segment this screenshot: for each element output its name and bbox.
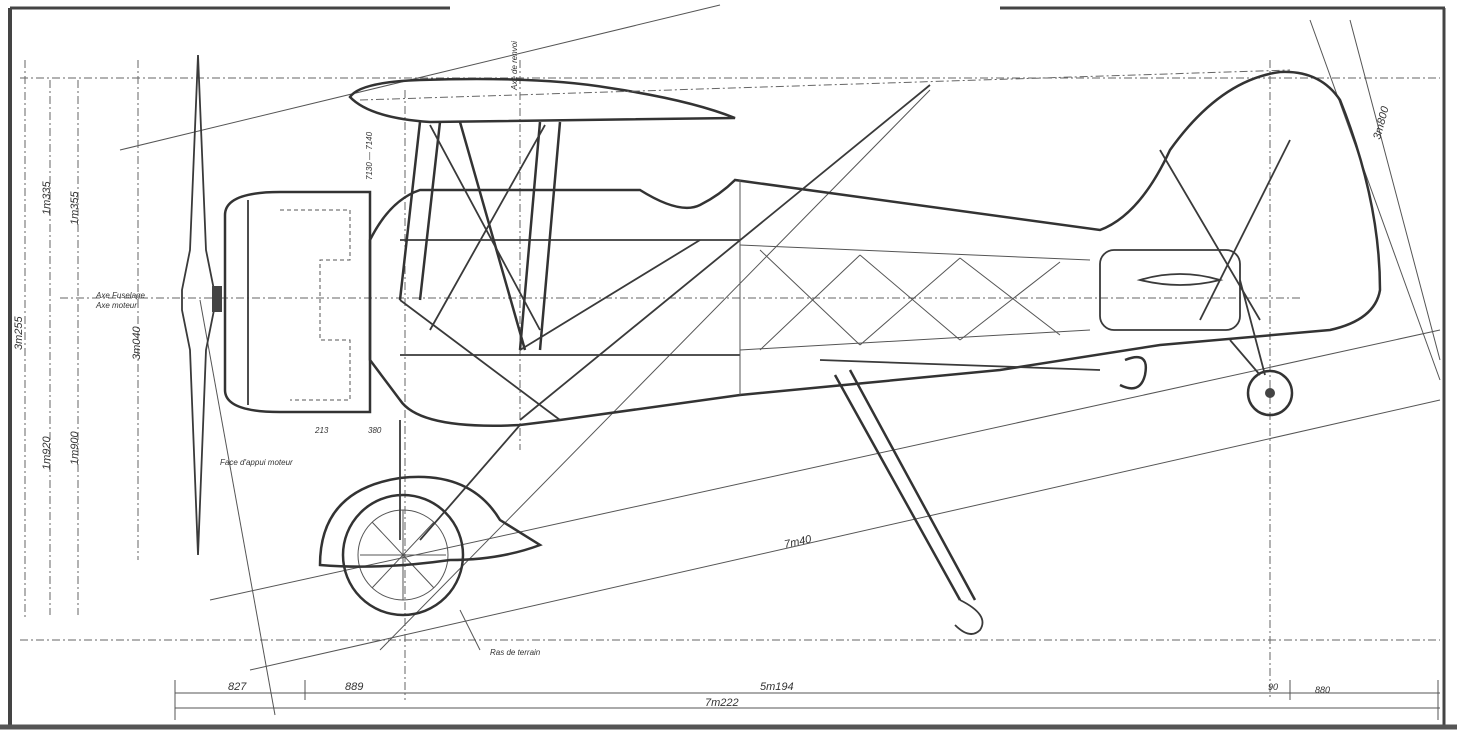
label-wheelbase: 5m194 xyxy=(760,681,794,693)
label-ground-line: 7m40 xyxy=(783,533,813,551)
label-ground: Ras de terrain xyxy=(490,648,541,657)
propeller xyxy=(181,54,222,556)
dimension-labels: 1m335 1m355 3m255 1m920 1m900 3m040 Axe … xyxy=(13,41,1392,709)
label-tail-b: 880 xyxy=(1315,685,1330,695)
label-lower-height-a: 1m920 xyxy=(41,435,53,470)
label-prop-axis-height: 3m040 xyxy=(131,325,143,360)
fuselage xyxy=(368,70,1382,427)
label-upper-wing-height-b: 1m355 xyxy=(69,190,81,225)
dimension-lines xyxy=(174,609,1440,720)
engine-cowling xyxy=(223,190,372,414)
upper-wing xyxy=(348,69,1291,124)
label-overall-length: 7m222 xyxy=(705,697,739,709)
label-wheel-offset: 889 xyxy=(345,681,363,693)
label-cowl-length: 380 xyxy=(368,426,382,435)
label-wing-axis: Axe de renvoi xyxy=(510,41,519,91)
label-lower-height-b: 1m900 xyxy=(69,430,81,465)
label-tail-height: 3m800 xyxy=(1371,104,1392,140)
label-cowl-offset: 213 xyxy=(314,426,329,435)
label-fuselage-axis: Axe Fuselage xyxy=(95,291,145,300)
construction-lines xyxy=(20,4,1441,716)
drawing-frame xyxy=(0,6,1457,730)
label-strut-spacing: 7130 — 7140 xyxy=(365,131,374,180)
label-engine-face: Face d'appui moteur xyxy=(220,458,293,467)
main-landing-gear xyxy=(318,420,543,617)
label-upper-wing-height-a: 1m335 xyxy=(41,180,53,215)
wing-struts xyxy=(398,84,931,421)
label-engine-axis: Axe moteur xyxy=(95,301,137,310)
tail-wheel xyxy=(1159,139,1294,417)
label-total-height: 3m255 xyxy=(13,315,25,350)
label-nose-overhang: 827 xyxy=(228,681,247,693)
arrester-hook-leg xyxy=(819,355,1148,635)
label-tail-a: 90 xyxy=(1268,682,1278,692)
